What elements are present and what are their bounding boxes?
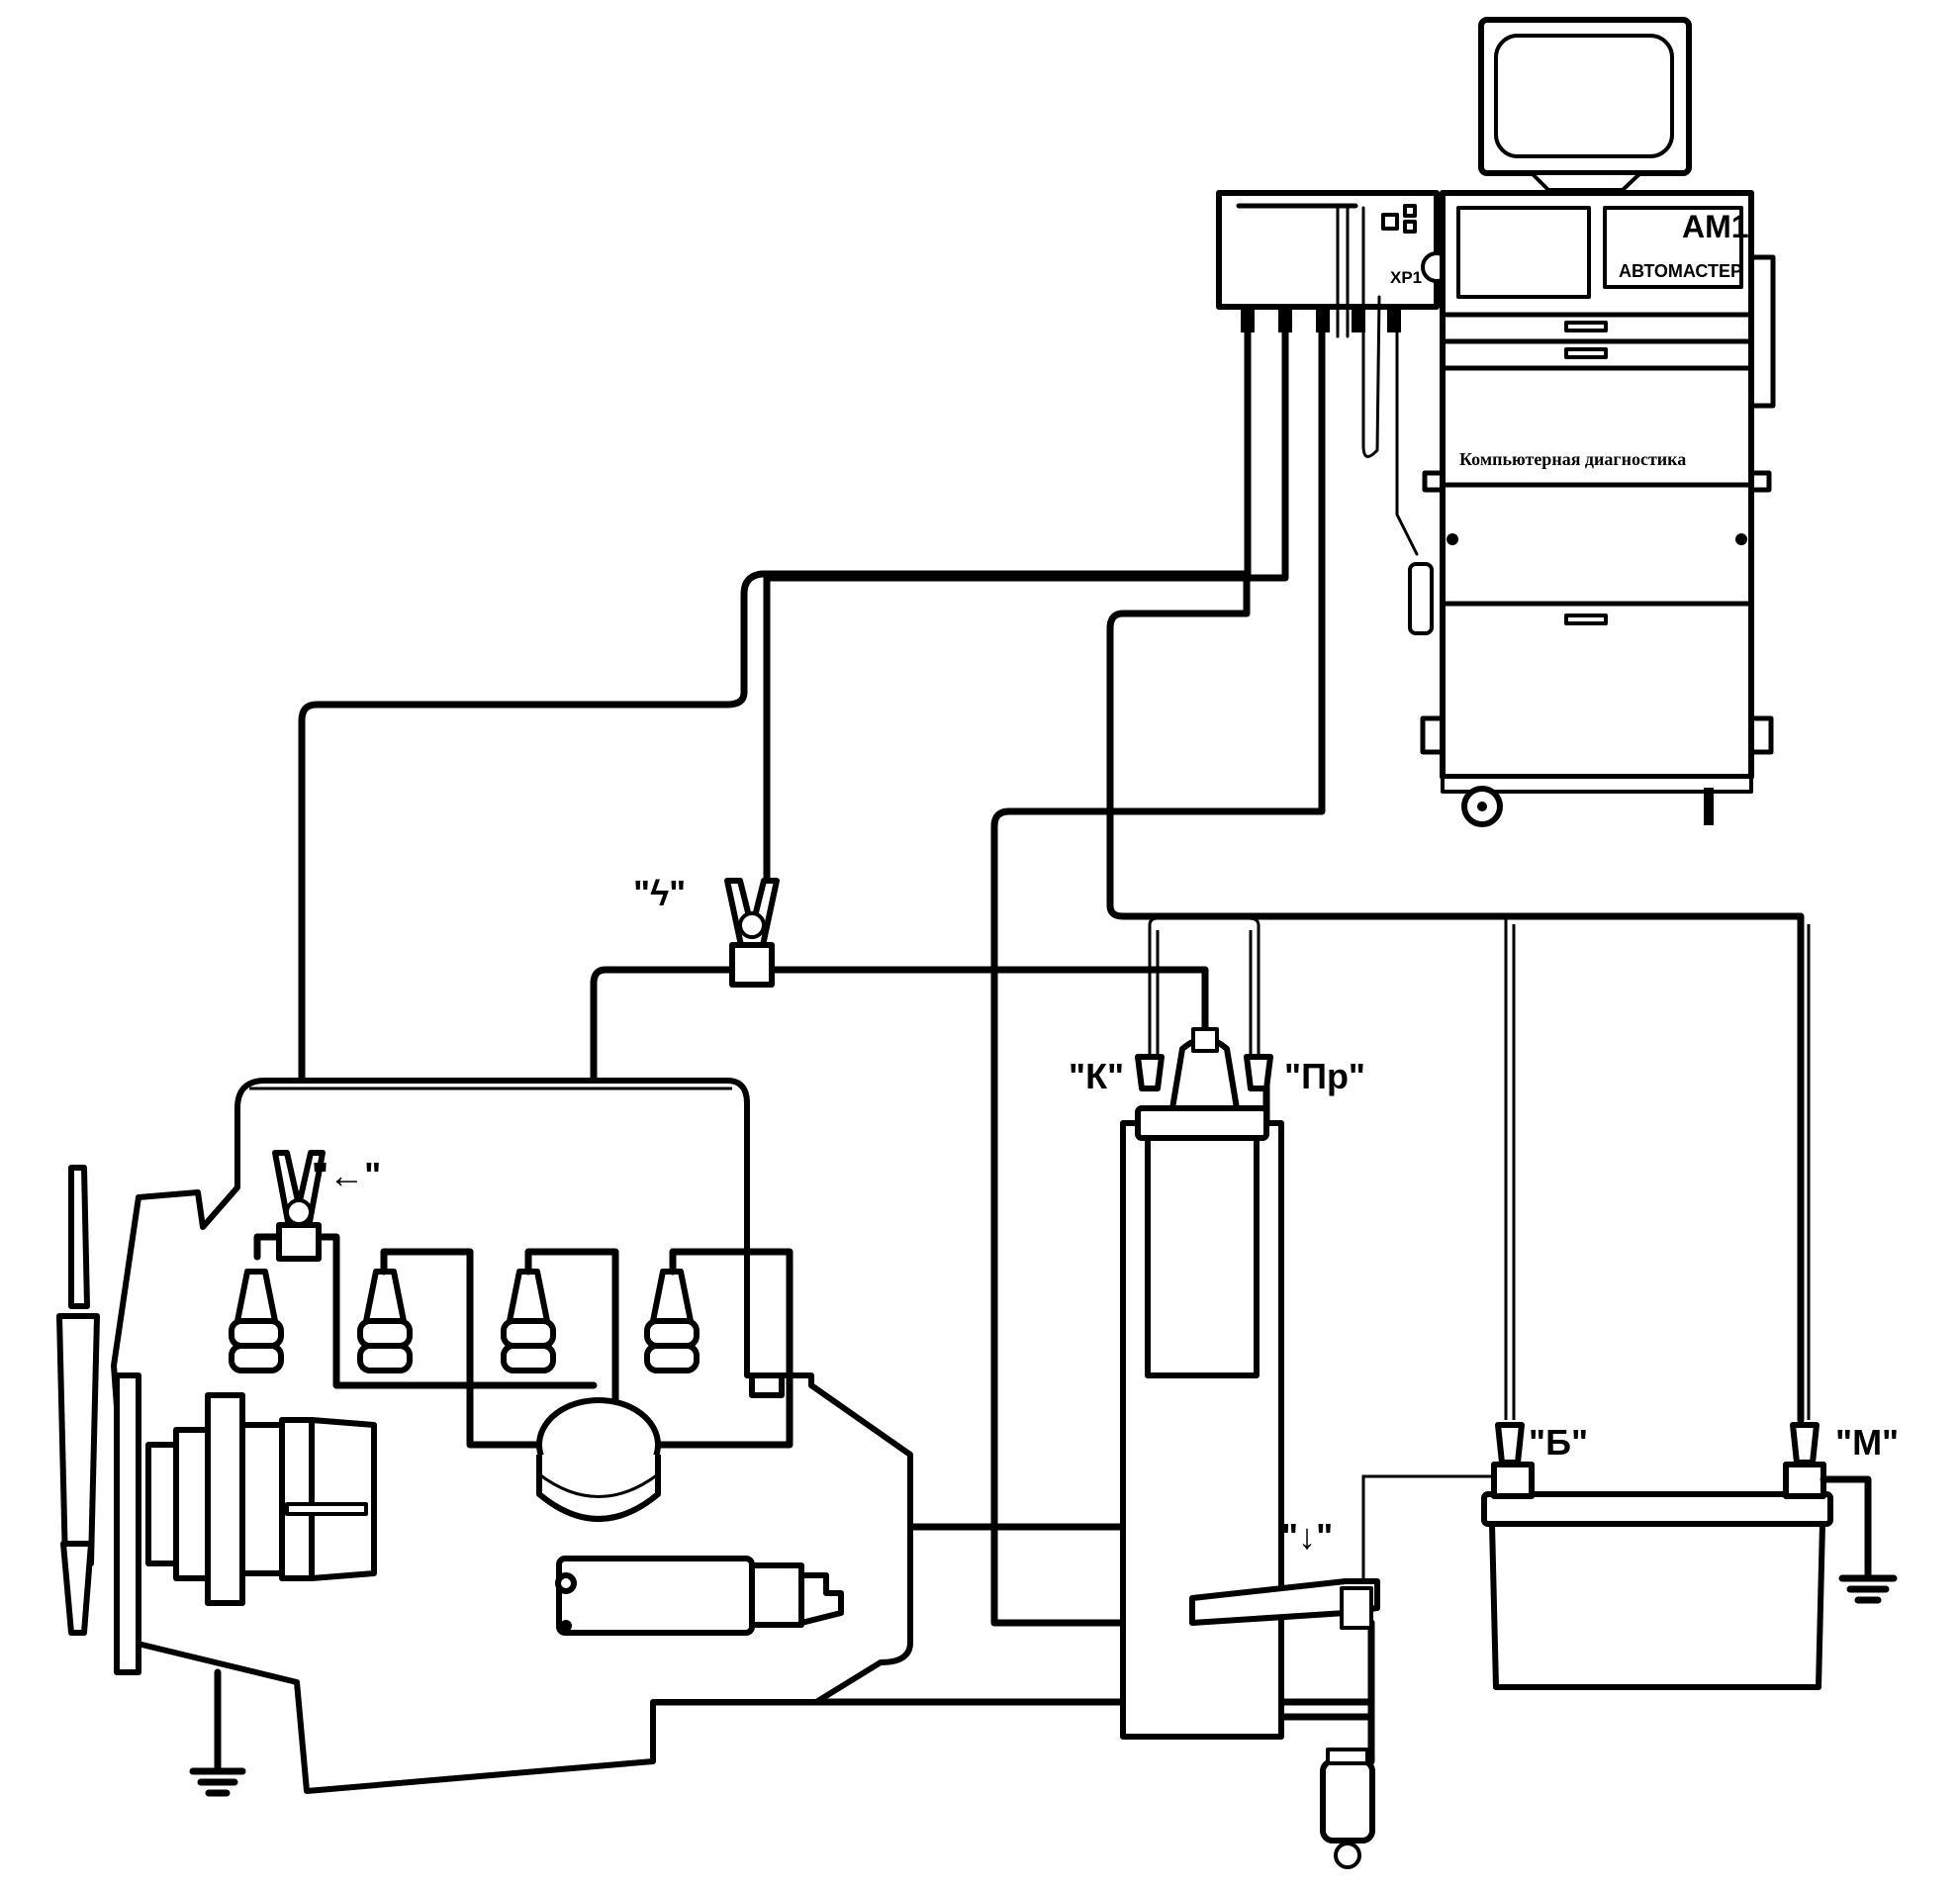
label-coil-k: "К" <box>1069 1056 1124 1096</box>
diagnostic-stand: XP1 Компьютерная диагностика <box>1216 17 1776 827</box>
cylinder-1-clamp <box>272 1150 326 1262</box>
cabinet: Компьютерная диагностика АМ1 АВТОМАСТЕР <box>1395 190 1776 827</box>
label-current-clamp: "↓" <box>1281 1516 1333 1557</box>
spark-plug-3 <box>501 1269 556 1373</box>
label-hv-clamp: "ϟ" <box>633 873 686 913</box>
spark-plug-4 <box>644 1269 700 1373</box>
spark-plug-1 <box>229 1269 284 1373</box>
label-coil-pr: "Пр" <box>1284 1056 1365 1096</box>
port-label-xp1: XP1 <box>1390 268 1422 287</box>
spark-plugs <box>229 1269 700 1373</box>
brand-name: АВТОМАСТЕР <box>1619 261 1742 281</box>
front-pulley <box>145 1392 377 1606</box>
label-battery-minus: "М" <box>1835 1422 1899 1463</box>
distributor <box>536 1397 661 1522</box>
label-battery-plus: "Б" <box>1529 1422 1588 1463</box>
labels: "К" "Пр" "Б" "М" "ϟ" "←" "↓" <box>312 873 1899 1557</box>
current-clamp <box>1189 1578 1380 1630</box>
fan <box>56 1165 141 1675</box>
connector-module: XP1 <box>1216 190 1452 458</box>
ignition-coil <box>1120 1027 1284 1740</box>
spark-plug-2 <box>357 1269 413 1373</box>
hv-clamp <box>724 878 780 988</box>
brand-top: АМ1 <box>1682 209 1749 244</box>
cabinet-caption: Компьютерная диагностика <box>1459 449 1686 469</box>
engine <box>56 1078 913 1797</box>
monitor <box>1478 17 1692 192</box>
automaster-logo: АМ1 АВТОМАСТЕР <box>1603 206 1749 289</box>
label-cylinder-1-clamp: "←" <box>312 1155 381 1195</box>
starter-motor <box>555 1556 844 1636</box>
battery <box>1481 1422 1898 1690</box>
condenser <box>1320 1748 1375 1869</box>
